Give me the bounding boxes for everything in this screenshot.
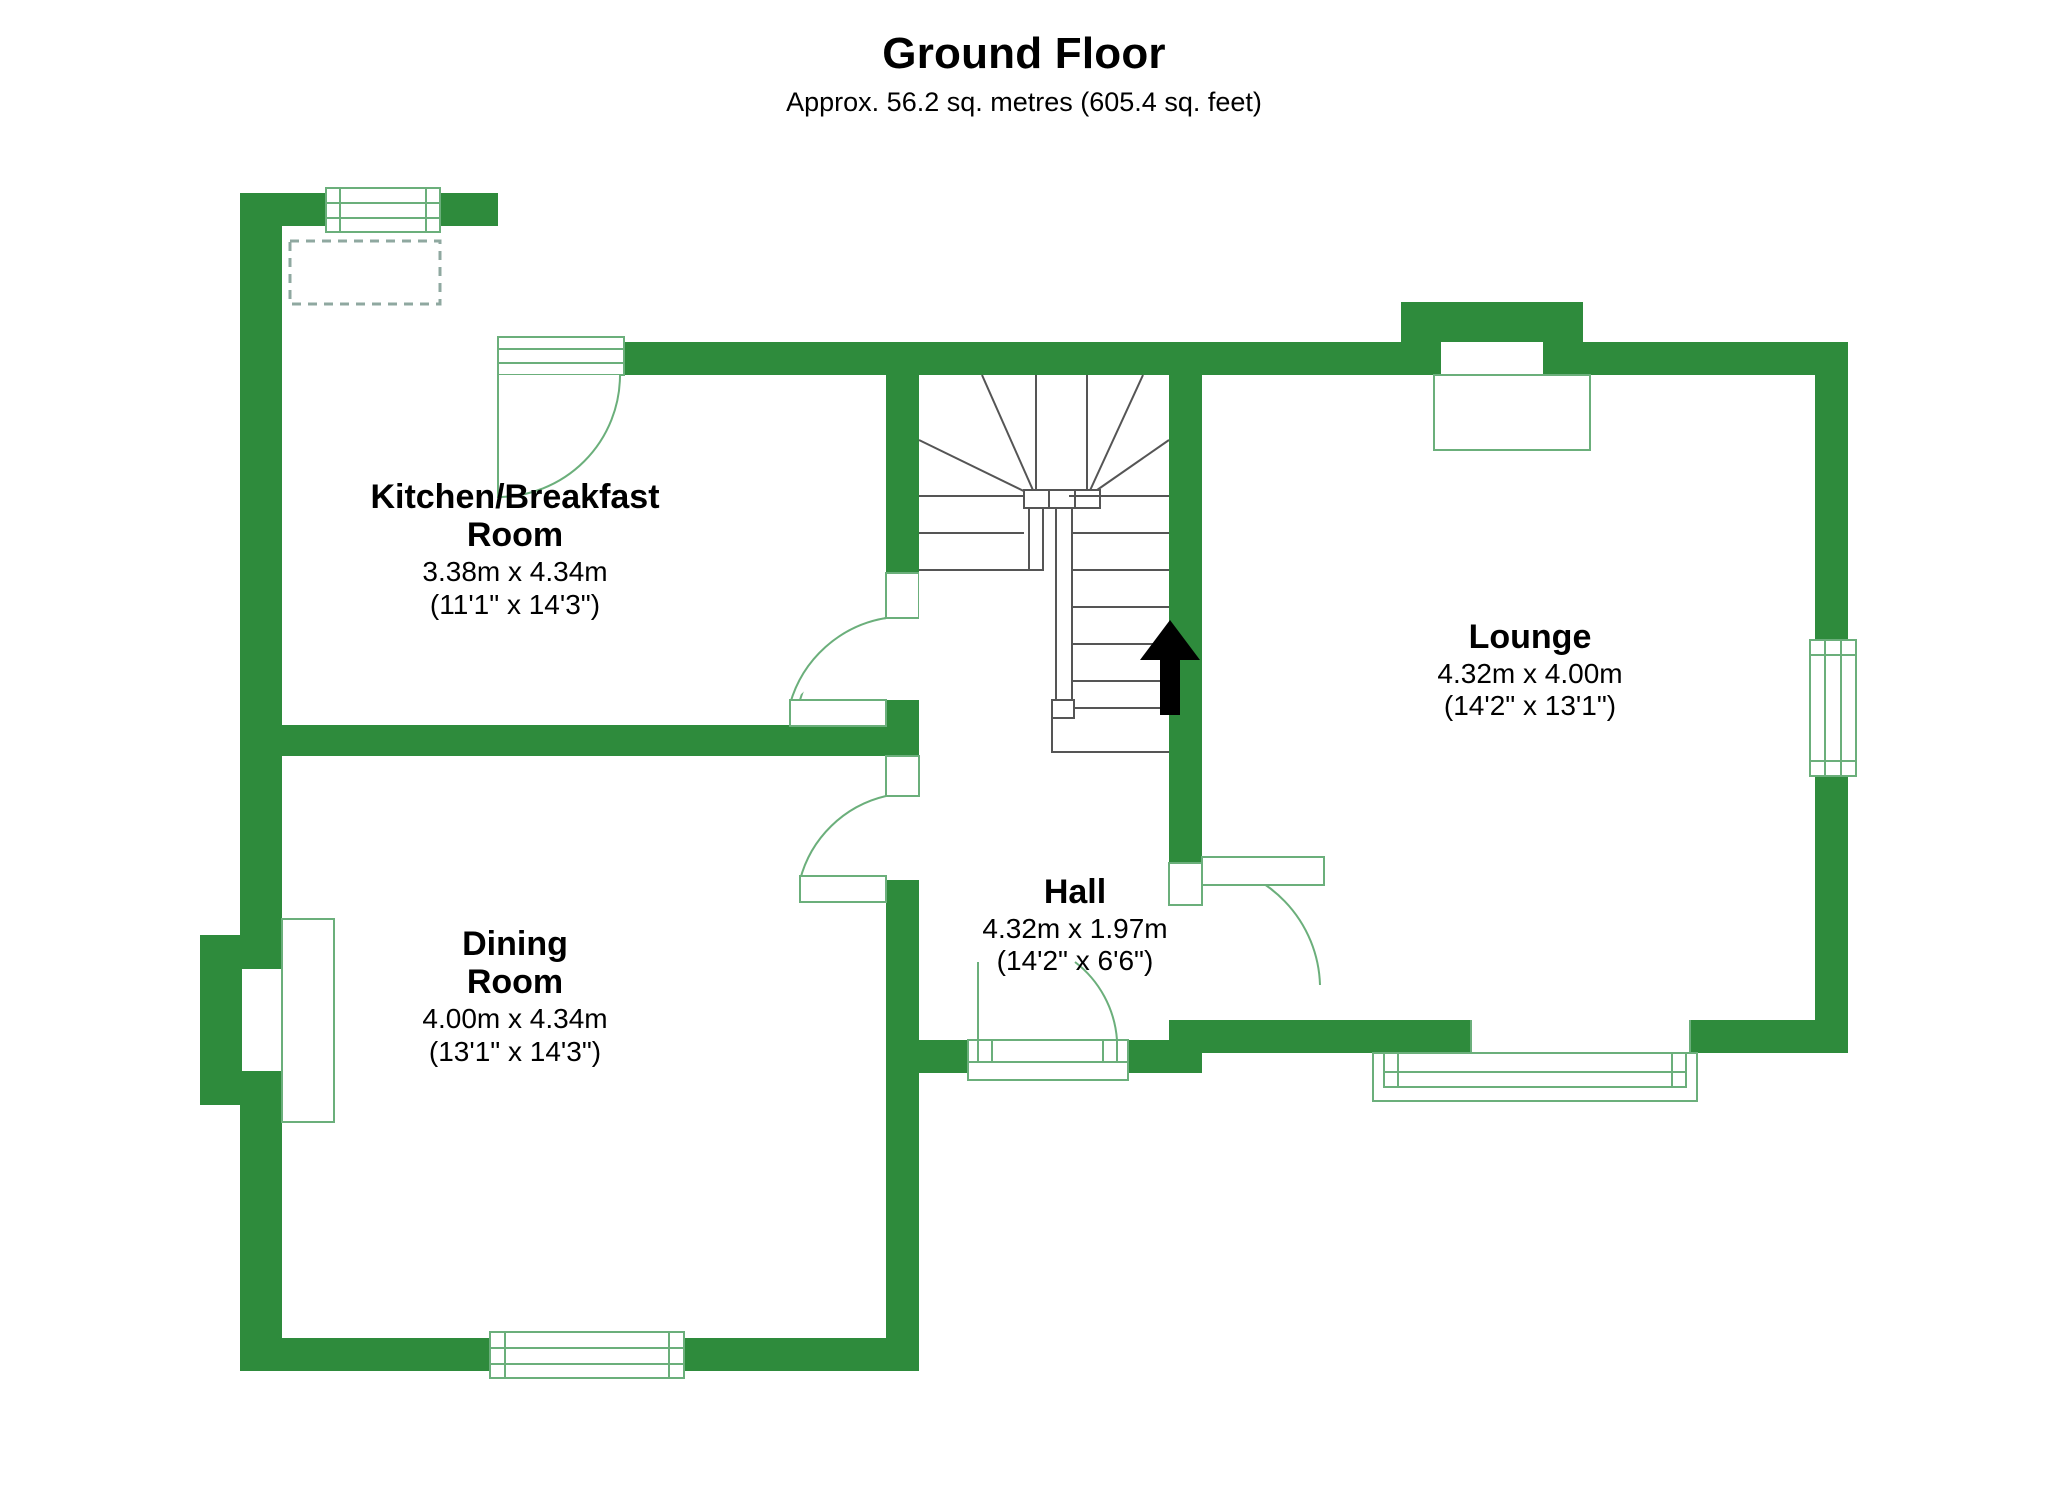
kitchen-north-window — [325, 187, 441, 233]
hall-to-kitchen-door — [789, 572, 920, 727]
wall-west-upper — [240, 193, 282, 935]
room-dim-imperial-lounge: (14'2" x 13'1") — [1443, 690, 1617, 722]
lounge-bay-window-south — [1372, 1020, 1698, 1102]
kitchen-unit-dashed — [288, 239, 442, 306]
wall-group — [200, 193, 1848, 1371]
wall-hall-south-riser — [1169, 1020, 1202, 1073]
wall-hall-lounge-divider — [1169, 356, 1202, 863]
stair-newel-left — [1023, 489, 1050, 509]
room-dim-imperial-kitchen: (11'1" x 14'3") — [429, 588, 601, 620]
page-subtitle: Approx. 56.2 sq. metres (605.4 sq. feet) — [786, 87, 1262, 118]
stair-newel-right — [1074, 489, 1101, 509]
wall-lounge-south-right — [1690, 1020, 1848, 1053]
fixtures-group — [281, 187, 1857, 1379]
wall-kitchen-dining-divider — [240, 725, 912, 756]
wall-lounge-north-right — [1543, 342, 1848, 375]
wall-kitchen-east-lower — [886, 700, 919, 756]
wall-dining-south-left — [240, 1338, 490, 1371]
stair-balustrade-center — [1055, 507, 1073, 709]
hall-to-dining-door — [799, 755, 920, 903]
room-dim-metric-lounge: 4.32m x 4.00m — [1437, 658, 1623, 690]
room-label-dining-room: Dining Room 4.00m x 4.34m (13'1" x 14'3"… — [280, 925, 750, 1067]
wall-lounge-east-upper — [1815, 342, 1848, 640]
lounge-north-recess-window — [1433, 374, 1591, 451]
staircase-up-arrow — [1140, 620, 1200, 715]
room-dim-imperial-hall: (14'2" x 6'6") — [996, 945, 1154, 977]
room-label-kitchen-breakfast-room: Kitchen/Breakfast Room 3.38m x 4.34m (11… — [200, 478, 830, 620]
page-title: Ground Floor — [882, 29, 1166, 78]
room-name-kitchen-line2: Room — [466, 516, 564, 555]
lounge-east-window — [1809, 639, 1857, 777]
room-name-kitchen-line1: Kitchen/Breakfast — [370, 478, 660, 516]
wall-hall-south-left — [886, 1040, 978, 1073]
dining-west-alcove — [281, 918, 335, 1123]
room-name-dining-line1: Dining — [462, 925, 568, 963]
room-dim-metric-hall: 4.32m x 1.97m — [982, 913, 1168, 945]
wall-lounge-north-left — [1169, 342, 1401, 375]
kitchen-entry-door — [497, 336, 625, 499]
wall-north-middle — [624, 342, 1202, 375]
room-dim-metric-dining: 4.00m x 4.34m — [422, 1003, 608, 1035]
wall-kitchen-east-upper — [886, 356, 919, 573]
wall-kitchen-north-right — [436, 193, 498, 226]
wall-lounge-south-left — [1379, 1020, 1471, 1053]
wall-west-lower — [240, 1071, 282, 1371]
room-name-dining-line2: Room — [466, 963, 564, 1002]
stair-newel-bottom — [1051, 699, 1075, 719]
wall-dining-south-right — [684, 1338, 919, 1371]
room-name-hall: Hall — [1043, 873, 1107, 911]
dining-south-window — [489, 1331, 685, 1379]
room-label-hall: Hall 4.32m x 1.97m (14'2" x 6'6") — [875, 873, 1275, 977]
wall-hall-lounge-south-connector — [1177, 1020, 1379, 1053]
stair-balustrade-left — [1028, 507, 1044, 571]
room-dim-imperial-dining: (13'1" x 14'3") — [428, 1035, 602, 1067]
hall-to-lounge-door — [1168, 856, 1325, 986]
wall-dining-hall-divider — [886, 880, 919, 1371]
wall-lounge-east-lower — [1815, 775, 1848, 1020]
room-label-lounge: Lounge 4.32m x 4.00m (14'2" x 13'1") — [1310, 618, 1750, 722]
staircase — [918, 374, 1200, 753]
title-block: Ground Floor Approx. 56.2 sq. metres (60… — [0, 29, 2048, 118]
front-door — [967, 961, 1129, 1081]
room-dim-metric-kitchen: 3.38m x 4.34m — [422, 556, 608, 588]
stair-winders — [918, 374, 1170, 498]
room-name-lounge: Lounge — [1468, 618, 1592, 656]
